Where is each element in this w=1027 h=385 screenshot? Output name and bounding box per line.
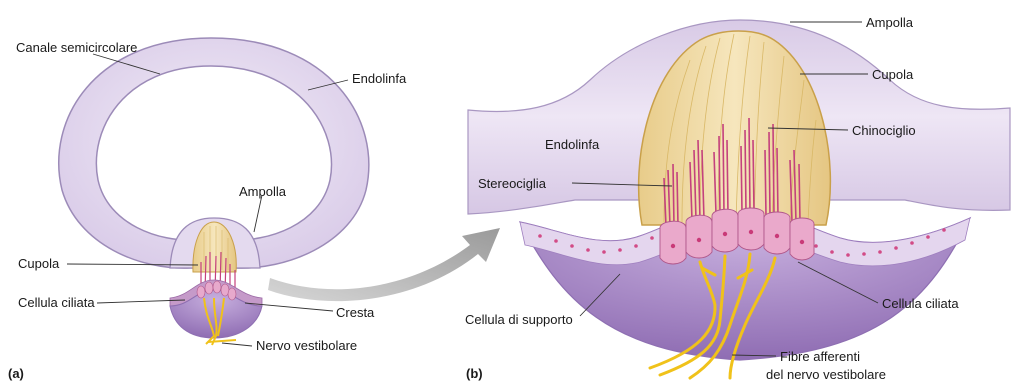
- label-nervo-vestibolare-a: Nervo vestibolare: [256, 338, 357, 353]
- label-stereociglia: Stereociglia: [478, 176, 547, 191]
- panel-b-illustration: Ampolla Cupola Chinociglio Endolinfa Ste…: [465, 15, 1010, 382]
- label-cresta: Cresta: [336, 305, 375, 320]
- label-endolinfa-a: Endolinfa: [352, 71, 407, 86]
- label-cellula-ciliata-a: Cellula ciliata: [18, 295, 95, 310]
- label-cellula-ciliata-b: Cellula ciliata: [882, 296, 959, 311]
- label-ampolla-b: Ampolla: [866, 15, 914, 30]
- panel-a-tag: (a): [8, 366, 24, 381]
- label-cupola-a: Cupola: [18, 256, 60, 271]
- label-cupola-b: Cupola: [872, 67, 914, 82]
- label-fibre-afferenti: Fibre afferenti: [780, 349, 860, 364]
- panel-a-illustration: Canale semicircolare Endolinfa Ampolla C…: [8, 38, 407, 381]
- label-chinociglio: Chinociglio: [852, 123, 916, 138]
- label-ampolla-a: Ampolla: [239, 184, 287, 199]
- label-endolinfa-b: Endolinfa: [545, 137, 600, 152]
- label-del-nervo-vestibolare: del nervo vestibolare: [766, 367, 886, 382]
- label-canale-semicircolare: Canale semicircolare: [16, 40, 137, 55]
- label-cellula-di-supporto: Cellula di supporto: [465, 312, 573, 327]
- panel-b-tag: (b): [466, 366, 483, 381]
